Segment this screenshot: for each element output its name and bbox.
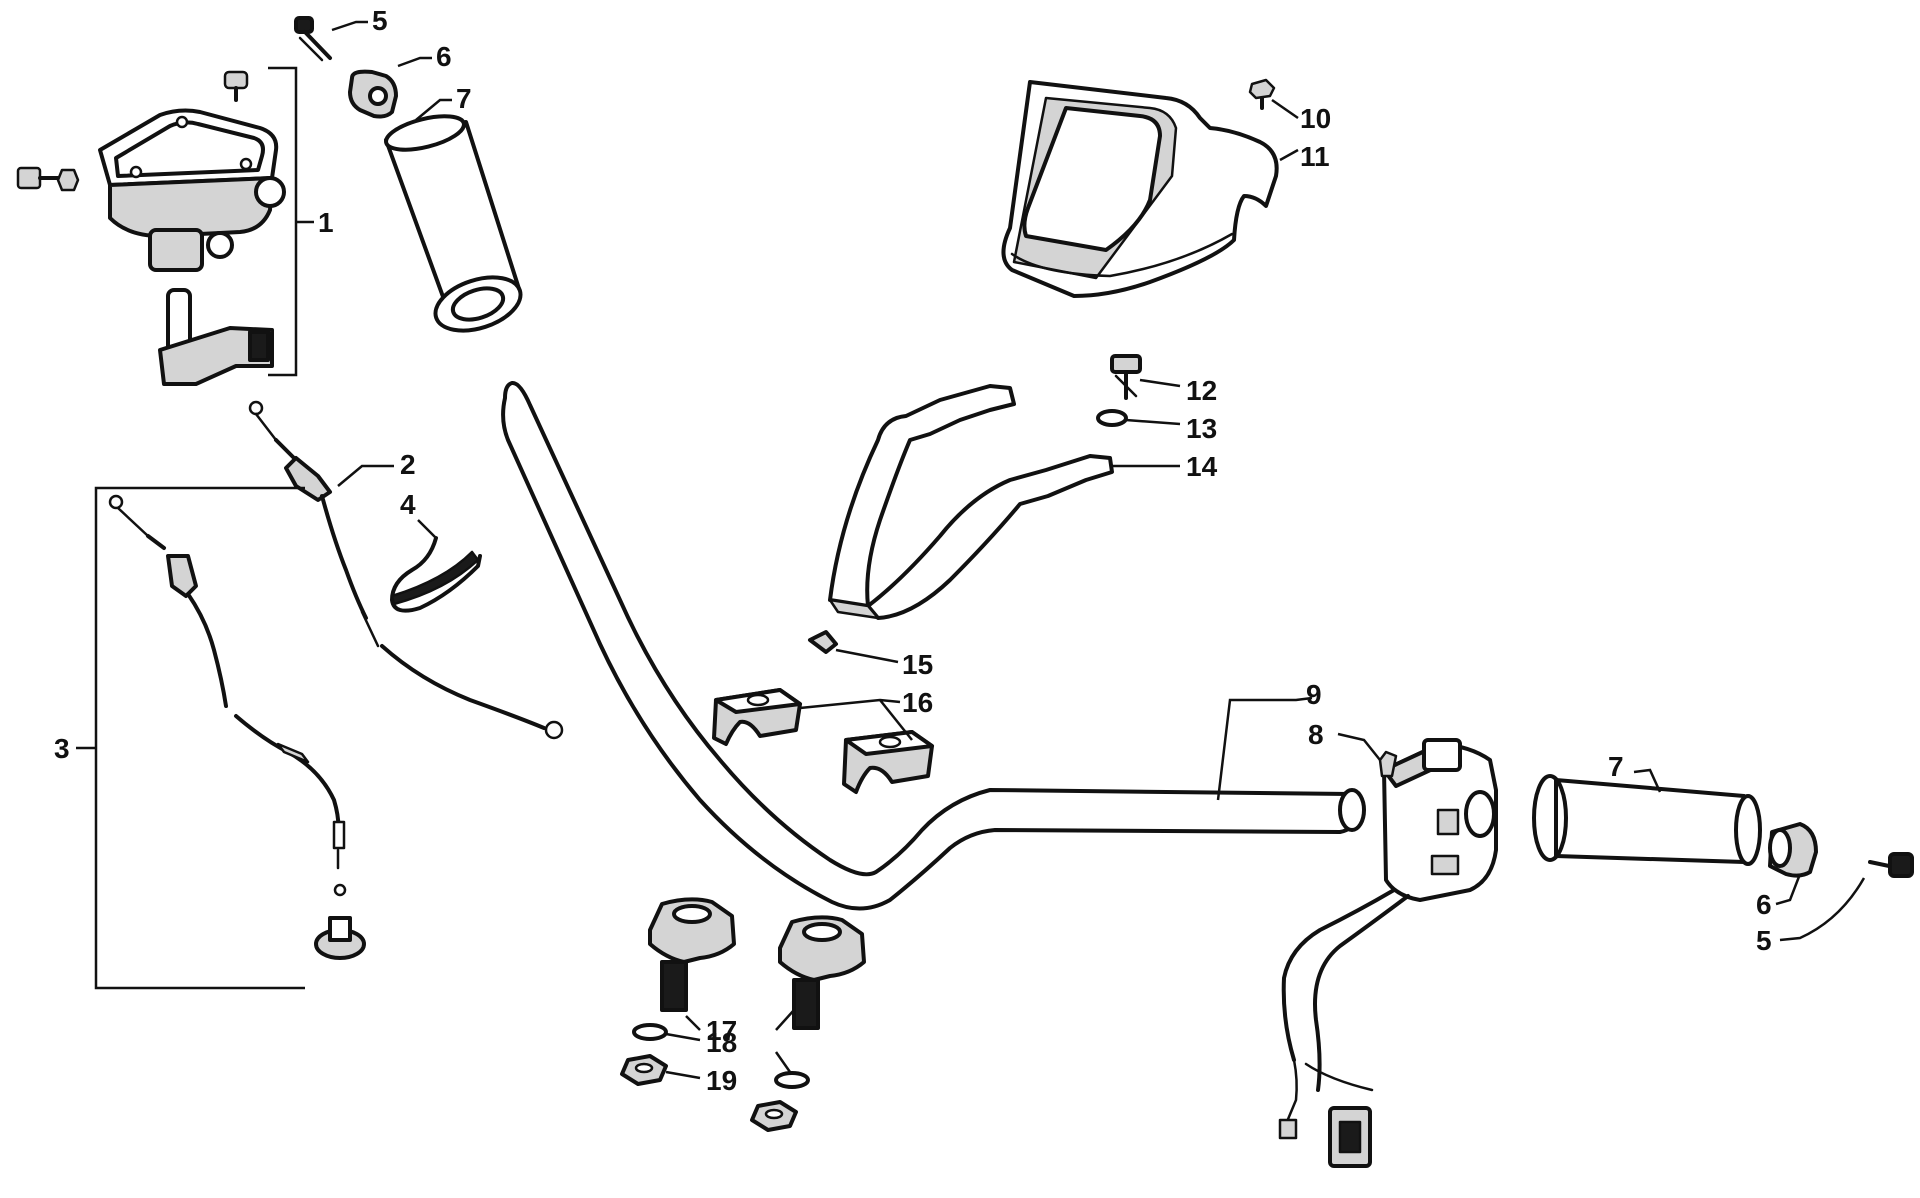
- cable-tie: [390, 519, 482, 613]
- callout-16: 16: [902, 687, 933, 718]
- callout-14: 14: [1186, 451, 1218, 482]
- callout-10: 10: [1300, 103, 1331, 134]
- throttle-assembly: [16, 66, 314, 386]
- end-cap-screw-right: [1779, 852, 1914, 942]
- callout-labels: 1 2 3 4 5 6 7 8 9 10 11 12 13 14 15 16 1…: [54, 5, 1772, 1096]
- parking-brake-cable: [76, 486, 366, 990]
- brake-cable: [248, 400, 564, 740]
- callout-18: 18: [706, 1027, 737, 1058]
- callout-19: 19: [706, 1065, 737, 1096]
- callout-3: 3: [54, 733, 70, 764]
- callout-2: 2: [400, 449, 416, 480]
- callout-8: 8: [1308, 719, 1324, 750]
- grip-right: [1532, 768, 1762, 866]
- end-cap-screw-left: [294, 16, 368, 62]
- end-cap-left: [348, 56, 432, 119]
- callout-9: 9: [1306, 679, 1322, 710]
- end-cap-right: [1768, 822, 1818, 906]
- bracket-washer: [1096, 409, 1181, 427]
- handlebar-brackets: [828, 384, 1180, 620]
- bracket-bolt: [1110, 354, 1181, 400]
- handlebar: [501, 381, 1366, 911]
- nuts: [620, 1054, 798, 1132]
- callout-6-right: 6: [1756, 889, 1772, 920]
- callout-13: 13: [1186, 413, 1217, 444]
- upper-clamps: [712, 688, 934, 794]
- callout-5-right: 5: [1756, 925, 1772, 956]
- callout-5-left: 5: [372, 5, 388, 36]
- callout-12: 12: [1186, 375, 1217, 406]
- callout-7-right: 7: [1608, 751, 1624, 782]
- callout-6-left: 6: [436, 41, 452, 72]
- callout-11: 11: [1300, 141, 1330, 172]
- switch-housing: [1278, 732, 1498, 1168]
- callout-15: 15: [902, 649, 933, 680]
- grip-left: [384, 98, 523, 333]
- callout-17: 17: [706, 1015, 737, 1046]
- washers: [632, 1023, 810, 1089]
- pod-screw: [1248, 78, 1299, 120]
- riser-bolts: [648, 897, 866, 1031]
- wire-clip: [808, 630, 899, 664]
- callout-1: 1: [318, 207, 334, 238]
- callout-4: 4: [400, 489, 416, 520]
- callout-7-left: 7: [456, 83, 472, 114]
- instrument-pod: [1001, 80, 1299, 298]
